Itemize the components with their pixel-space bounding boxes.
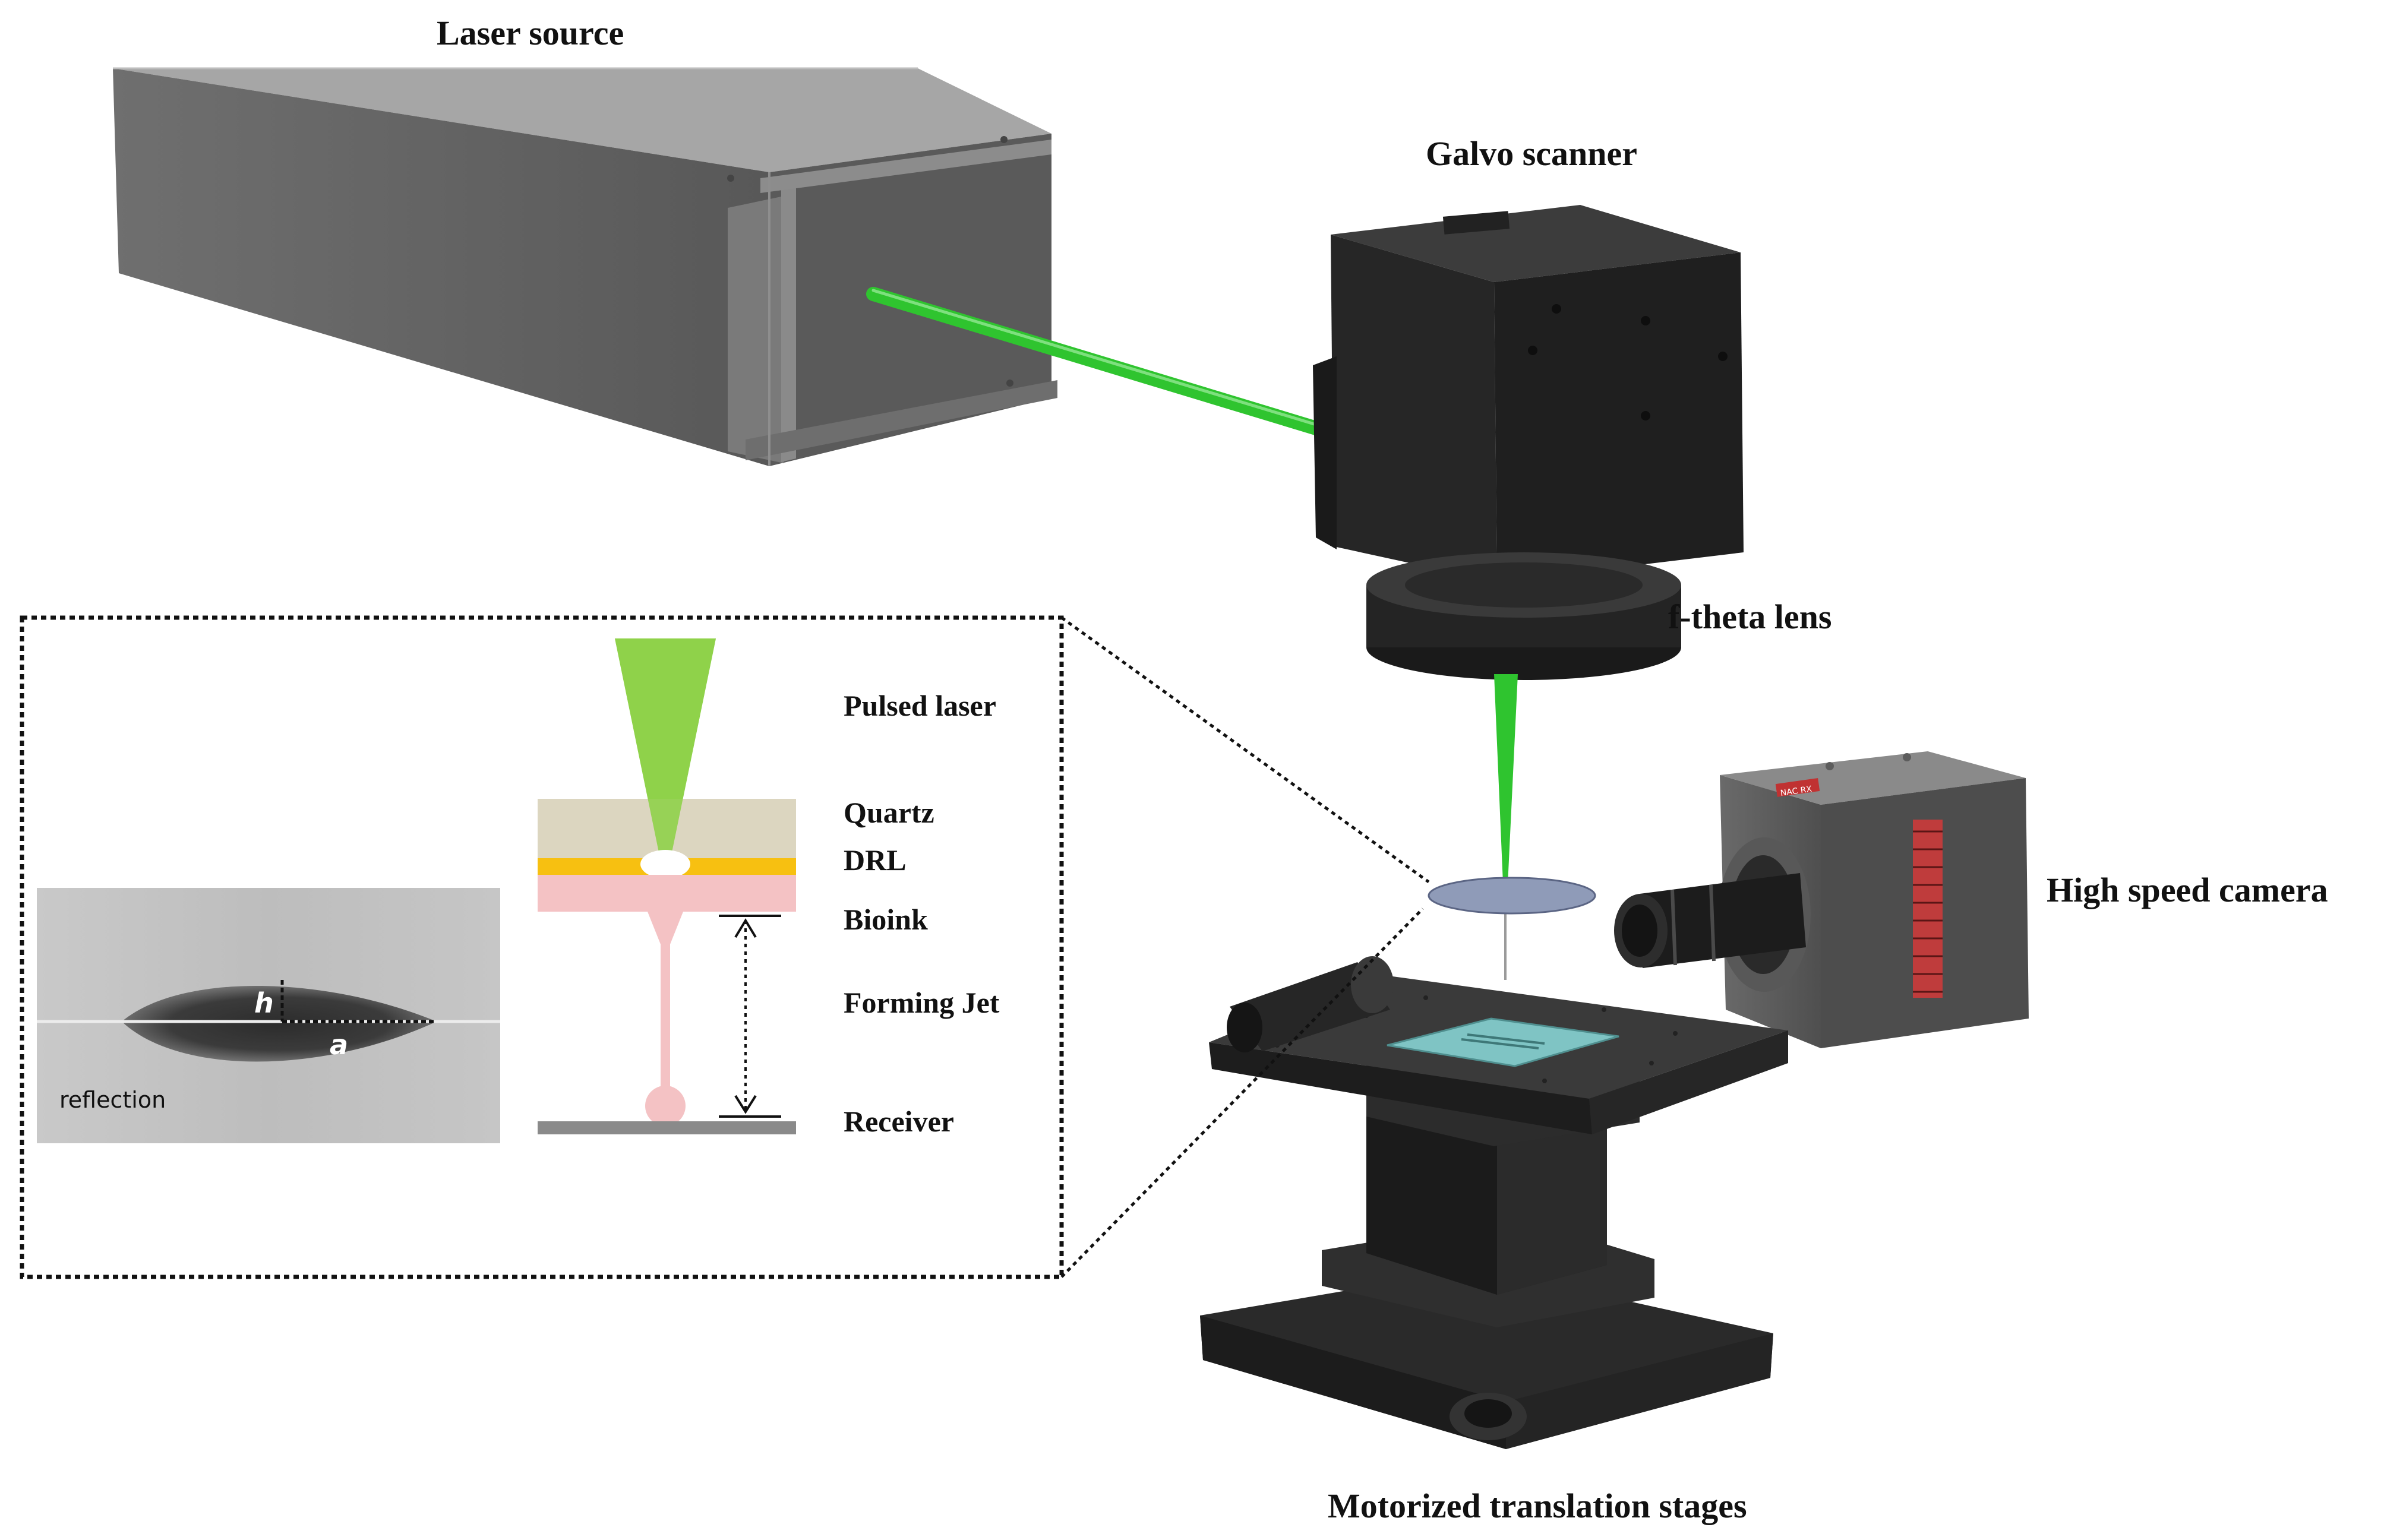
camera-lens bbox=[1614, 873, 1806, 968]
label-motorized-stages: Motorized translation stages bbox=[1328, 1487, 1747, 1525]
focused-laser-beam bbox=[1494, 674, 1518, 897]
photo-label-reflection: reflection bbox=[59, 1087, 166, 1113]
label-galvo-scanner: Galvo scanner bbox=[1426, 134, 1637, 173]
galvo-scanner-body bbox=[1313, 205, 1744, 582]
label-quartz: Quartz bbox=[844, 796, 934, 829]
zoom-line-bottom bbox=[1060, 907, 1424, 1278]
camera-vents bbox=[1913, 820, 1943, 998]
bioink-layer bbox=[538, 875, 796, 912]
forming-jet bbox=[648, 912, 683, 1087]
label-f-theta-lens: f-theta lens bbox=[1668, 597, 1831, 636]
jet-droplet bbox=[645, 1086, 686, 1126]
droplet-photo bbox=[37, 888, 500, 1143]
photo-label-a: a bbox=[330, 1029, 348, 1061]
label-pulsed-laser: Pulsed laser bbox=[844, 689, 996, 722]
substrate-disc bbox=[1428, 877, 1596, 915]
laser-source-box bbox=[113, 67, 1057, 466]
laser-beam bbox=[866, 287, 1341, 441]
motorized-stages-body bbox=[1200, 974, 1788, 1449]
inset-frame bbox=[20, 615, 1064, 1279]
label-forming-jet: Forming Jet bbox=[844, 986, 1000, 1019]
label-laser-source: Laser source bbox=[437, 14, 624, 52]
label-drl: DRL bbox=[844, 843, 907, 877]
inset-schematic bbox=[538, 638, 796, 1134]
zoom-line-top bbox=[1060, 616, 1430, 884]
vapor-bubble bbox=[640, 850, 690, 878]
label-bioink: Bioink bbox=[844, 903, 928, 936]
camera-badge-text: NAC RX bbox=[1780, 785, 1812, 798]
label-high-speed-camera: High speed camera bbox=[2047, 871, 2328, 909]
label-receiver: Receiver bbox=[844, 1105, 954, 1138]
receiver-layer bbox=[538, 1121, 796, 1134]
f-theta-lens bbox=[1366, 552, 1681, 680]
sample-plate bbox=[1387, 1017, 1619, 1067]
photo-label-h: h bbox=[254, 987, 274, 1019]
